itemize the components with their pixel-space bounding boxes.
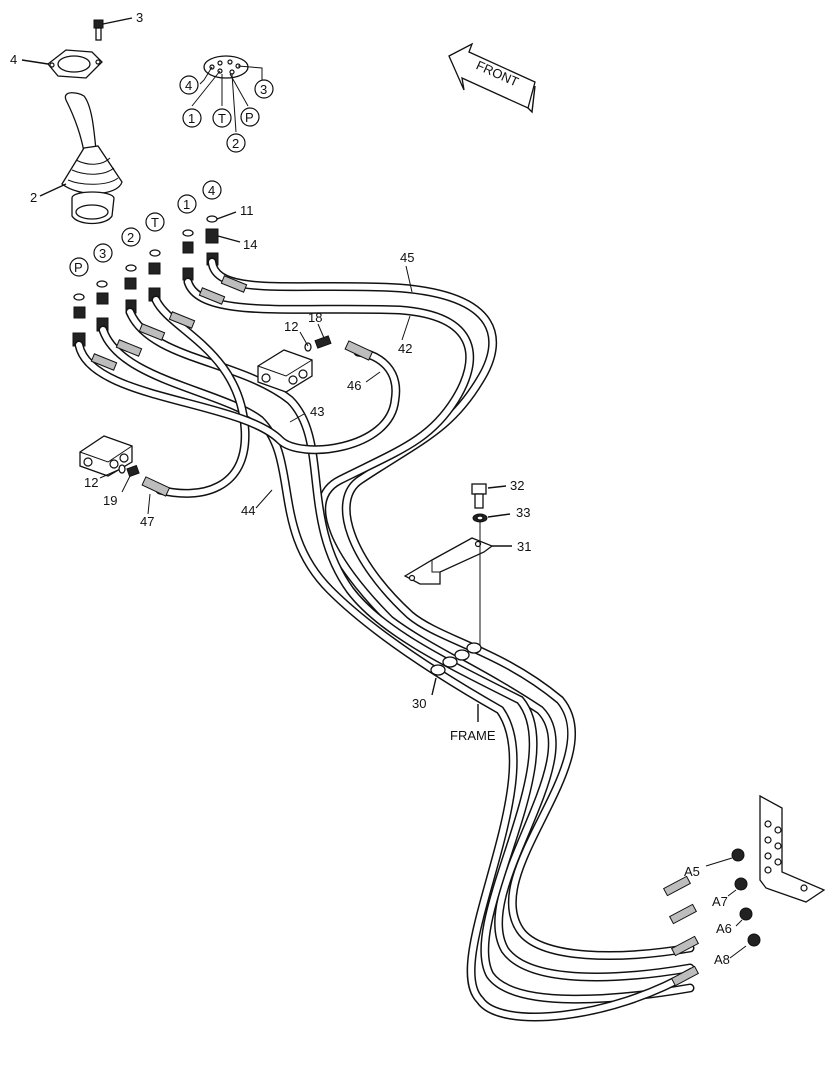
callout-14: 14	[243, 237, 257, 252]
callout-2-joystick: 2	[30, 190, 37, 205]
fitting-stack-P	[72, 293, 86, 347]
port-circle-pc3: 3	[260, 82, 267, 97]
fitting-19	[118, 464, 140, 478]
callout-33: 33	[516, 505, 530, 520]
callout-18: 18	[308, 310, 322, 325]
port-circle-pcT: T	[218, 111, 226, 126]
port-circle-ppP: P	[74, 260, 83, 275]
callout-42: 42	[398, 341, 412, 356]
port-circle-pc2: 2	[232, 136, 239, 151]
port-circle-pp3: 3	[99, 246, 106, 261]
callout-12-lower: 12	[84, 475, 98, 490]
fitting-stack-2	[124, 264, 137, 314]
port-circle-pp2: 2	[127, 230, 134, 245]
fitting-stack-3	[96, 280, 109, 332]
port-circle-ppT: T	[151, 215, 159, 230]
port-circle-pc4: 4	[185, 78, 192, 93]
valve-block-upper	[257, 349, 313, 393]
callout-47: 47	[140, 514, 154, 529]
mounting-plate-4	[21, 49, 103, 79]
callout-43: 43	[310, 404, 324, 419]
port-circle-pp1: 1	[183, 197, 190, 212]
callout-30: 30	[412, 696, 426, 711]
bracket-31	[403, 537, 512, 585]
rear-bracket	[759, 794, 826, 903]
bolt-3	[93, 17, 133, 41]
callout-3-bolt: 3	[136, 10, 143, 25]
fitting-stack-4	[205, 211, 241, 266]
port-circles: 4 3 1 T P 2 1 4 2 T P 3	[69, 75, 274, 277]
callout-45: 45	[400, 250, 414, 265]
callout-11: 11	[240, 203, 254, 218]
bolt-32	[471, 483, 507, 509]
hose-bundle	[74, 257, 700, 1022]
joystick-2	[39, 92, 123, 225]
callout-A7: A7	[712, 894, 728, 909]
callout-A5: A5	[684, 864, 700, 879]
port-circle-pp4: 4	[208, 183, 215, 198]
front-arrow: FRONT	[448, 42, 536, 114]
callout-labels: 3 4 2 11 14 45 42 12 18 46 43 12 19 47 4…	[10, 10, 732, 967]
callout-A8: A8	[714, 952, 730, 967]
hose-clamp-30	[430, 642, 482, 722]
leader-lines	[99, 265, 413, 515]
elbow-fitting-18	[304, 335, 332, 352]
frame-label: FRAME	[450, 728, 496, 743]
port-circle-pc1: 1	[188, 111, 195, 126]
valve-block-lower	[79, 435, 133, 477]
callout-A6: A6	[716, 921, 732, 936]
callout-31: 31	[517, 539, 531, 554]
fitting-stack-1	[182, 229, 194, 281]
fitting-stack-T	[148, 249, 161, 302]
washer-33	[472, 513, 511, 645]
callout-46: 46	[347, 378, 361, 393]
callout-4-plate: 4	[10, 52, 17, 67]
port-circle-pcP: P	[245, 110, 254, 125]
nut-set	[705, 848, 761, 959]
callout-12-upper: 12	[284, 319, 298, 334]
callout-32: 32	[510, 478, 524, 493]
callout-19: 19	[103, 493, 117, 508]
callout-44: 44	[241, 503, 255, 518]
